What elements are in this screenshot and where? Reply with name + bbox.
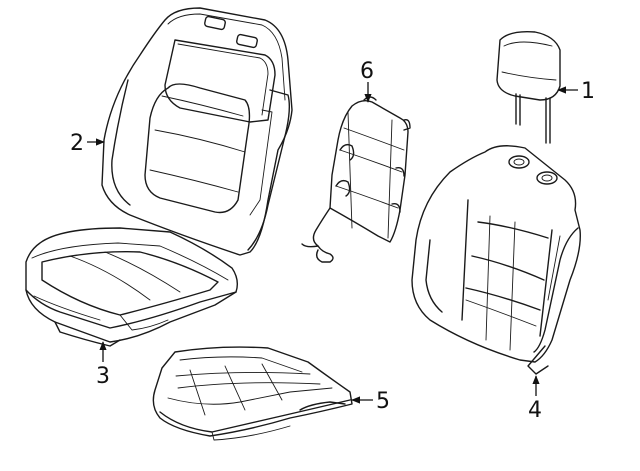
callout-3: 3 (96, 341, 110, 389)
callout-4: 4 (528, 375, 542, 423)
callout-label: 2 (70, 131, 84, 156)
cushion-pad-part (152, 346, 353, 441)
callout-label: 1 (581, 79, 595, 104)
callout-2: 2 (70, 131, 105, 156)
lumbar-support-part (301, 96, 411, 263)
callout-label: 3 (96, 364, 110, 389)
headrest-part (496, 30, 561, 144)
callout-label: 5 (376, 389, 390, 414)
callout-1: 1 (557, 79, 595, 104)
cushion-cover-part (25, 227, 239, 347)
backrest-frame-part (411, 145, 581, 375)
backrest-cover-part (101, 7, 293, 256)
callout-5: 5 (351, 389, 390, 414)
callout-label: 4 (528, 398, 542, 423)
callout-label: 6 (360, 59, 374, 84)
callout-6: 6 (360, 59, 374, 103)
